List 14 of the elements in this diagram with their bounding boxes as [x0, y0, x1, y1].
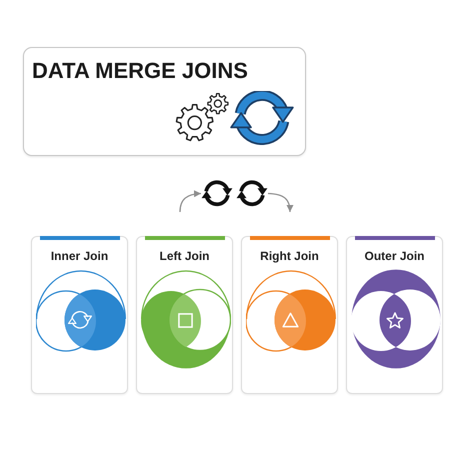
card-title: Right Join [260, 248, 319, 264]
join-card [346, 236, 443, 394]
join-card [241, 236, 338, 394]
card-title: Outer Join [364, 248, 424, 264]
curved-arrow [179, 190, 202, 212]
title: DATA MERGE JOINS [32, 58, 248, 84]
join-card [31, 236, 128, 394]
card-title: Left Join [160, 248, 210, 264]
title-panel [23, 47, 306, 156]
join-card [136, 236, 233, 394]
refresh-icon [201, 180, 233, 207]
curved-arrow [268, 192, 294, 212]
refresh-icon [236, 180, 268, 207]
card-title: Inner Join [50, 248, 108, 264]
